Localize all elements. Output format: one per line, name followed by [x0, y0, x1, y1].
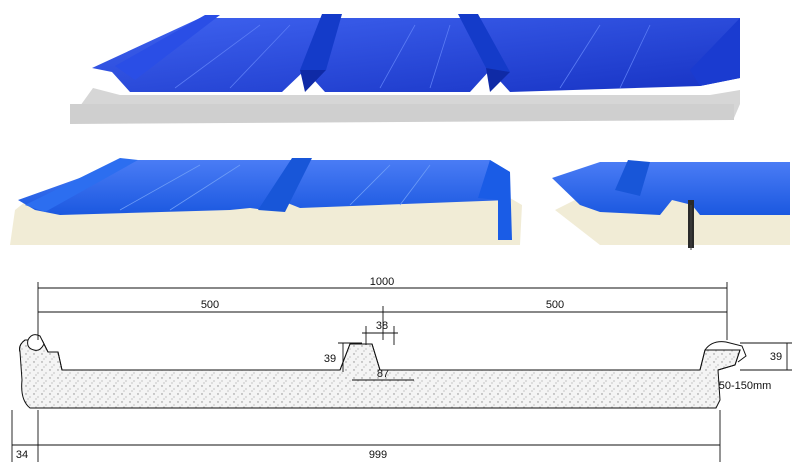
dim-rib-height-center: 39 — [324, 353, 336, 365]
right-hook — [704, 341, 747, 363]
edge-right — [690, 18, 740, 86]
grey-core-front — [70, 104, 734, 124]
rib-left — [115, 15, 220, 80]
sheet-lines — [174, 24, 651, 89]
cross-section — [19, 334, 747, 409]
dim-left-half: 500 — [201, 299, 219, 311]
dim-effective-width: 999 — [369, 449, 387, 461]
top-profile — [19, 339, 741, 371]
panel-joint-detail — [552, 160, 790, 250]
dim-edge-offset: 34 — [16, 449, 28, 461]
rib-right-b — [486, 68, 510, 92]
dim-right-half: 500 — [546, 299, 564, 311]
panel-3d-cream-core — [10, 158, 522, 245]
dimension-lines — [11, 282, 792, 462]
dim-thickness: 50-150mm — [719, 380, 772, 392]
left-tongue — [27, 334, 45, 351]
dim-rib-base: 87 — [377, 368, 389, 380]
sheet-lines-2 — [119, 164, 431, 211]
edge-right-2 — [478, 160, 512, 240]
rib-center — [300, 14, 342, 70]
blue-top-sheet-2 — [18, 160, 510, 215]
dim-rib-height-right: 39 — [770, 351, 782, 363]
rib-center-b — [300, 70, 326, 92]
rib-center-2 — [258, 158, 312, 212]
panel-3d-grey-core — [70, 14, 740, 124]
dim-total-width: 1000 — [370, 276, 394, 288]
blue-top-sheet-3 — [552, 162, 790, 215]
dim-rib-top: 38 — [376, 320, 388, 332]
rib-right — [458, 14, 510, 72]
blue-top-sheet — [92, 18, 740, 92]
rib-joint — [615, 160, 650, 196]
rib-left-2 — [25, 158, 138, 212]
